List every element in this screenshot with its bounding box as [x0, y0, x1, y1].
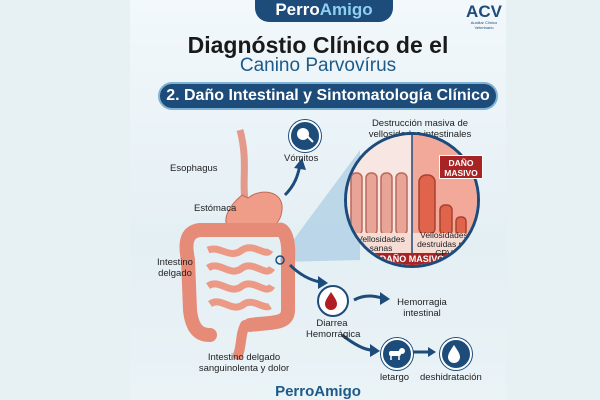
- large-intestine-shape: [179, 222, 296, 342]
- label-diarrhea: Diarrea Hemorrágica: [306, 318, 361, 340]
- magnifier-cone: [280, 150, 360, 262]
- arrow-icon: [318, 276, 328, 289]
- arrow-icon: [283, 164, 302, 197]
- healthy-villi: [350, 172, 408, 236]
- label-stomach: Estómaca: [194, 203, 237, 214]
- brand-part2: Amigo: [319, 0, 373, 19]
- page-subtitle: Canino Parvovírus: [239, 55, 397, 76]
- destroyed-villi: [418, 174, 467, 236]
- label-hemorrhage: Hemorragia intestinal: [397, 297, 447, 319]
- brand-part1: Perro: [275, 0, 320, 19]
- esophagus-shape: [236, 129, 249, 201]
- small-intestine-shape: [206, 244, 275, 311]
- footer-brand: PerroAmigo: [275, 383, 361, 400]
- digestive-system-illustration: [179, 129, 436, 360]
- label-healthy-villi: Vellosidades sanas: [357, 234, 405, 253]
- label-small-intestine: Intestino delgado: [157, 257, 193, 279]
- arrow-icon: [370, 344, 380, 357]
- brand-header: PerroAmigo: [255, 0, 393, 22]
- blood-drop-icon: [317, 285, 349, 317]
- arrow-icon: [294, 158, 306, 170]
- label-vomiting: Vómitos: [284, 153, 319, 164]
- acv-logo-subtitle: Auxiliar Clínico Veterinario: [470, 20, 498, 30]
- label-lethargy: letargo: [380, 372, 410, 383]
- label-destroyed-villi: Vellosidades destruidas por CPV: [417, 230, 471, 258]
- damage-badge: DAÑO MASIVO: [439, 155, 483, 179]
- label-bottom-intestine: Intestino delgado sanguinolenta y dolor: [198, 352, 290, 374]
- damage-strip: DAÑO MASIVO: [379, 254, 445, 264]
- water-drop-icon: [440, 338, 472, 370]
- vomit-face-icon: [289, 120, 321, 152]
- arrow-icon: [353, 294, 383, 302]
- acv-logo-text: ACV: [466, 2, 502, 21]
- rectum-shape: [233, 320, 250, 360]
- magnify-point: [275, 255, 285, 265]
- label-esophagus: Esophagus: [170, 163, 218, 174]
- label-dehydration: deshidratación: [420, 372, 482, 383]
- page-title: Diagnóstio Clínico de el: [187, 32, 449, 58]
- arrow-icon: [380, 292, 390, 305]
- villi-magnifier: Vellosidades sanas Vellosidades destruid…: [344, 132, 480, 268]
- acv-logo: ACV Auxiliar Clínico Veterinario: [462, 3, 506, 30]
- section-banner: 2. Daño Intestinal y Sintomatología Clín…: [158, 82, 498, 110]
- arrow-icon: [428, 347, 436, 357]
- dog-icon: [381, 338, 413, 370]
- arrow-icon: [288, 263, 321, 284]
